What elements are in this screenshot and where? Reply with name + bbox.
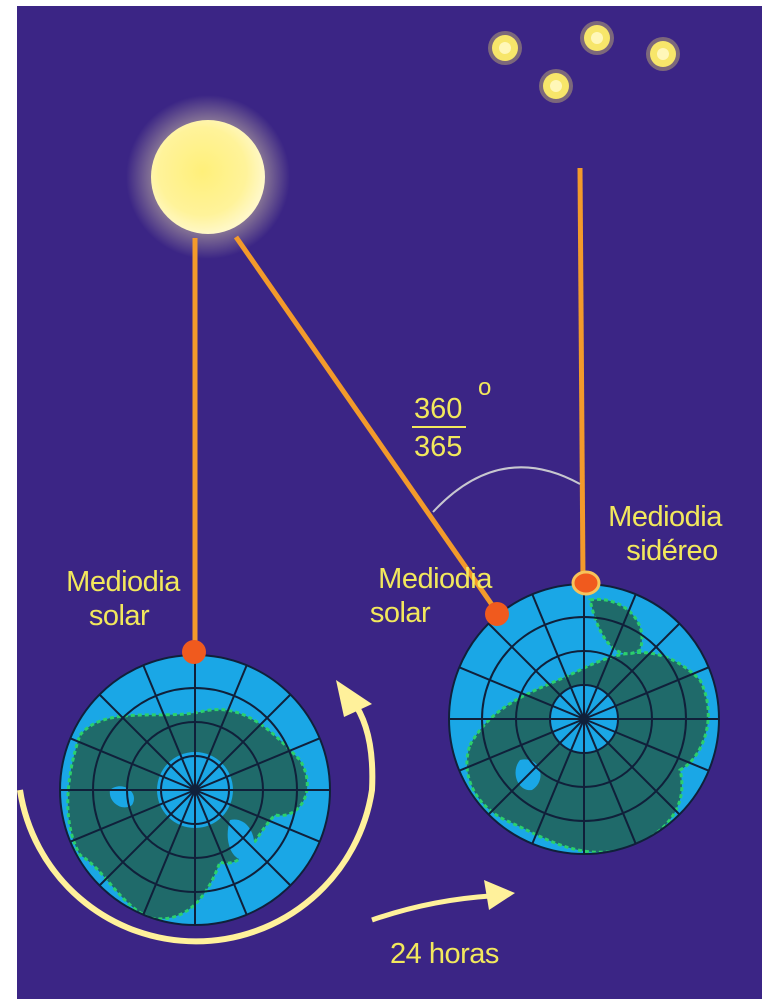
rotation-arrowhead [336,680,372,717]
meridian-line [194,664,248,791]
meridian-line [583,593,637,720]
right-solar-noon-label: Mediodia solar [360,562,510,630]
sidereal-noon-marker [571,570,601,596]
solar-ray-right [233,235,500,614]
meridian-line [583,718,710,772]
meridians-left [60,655,330,925]
meridian-line [583,666,710,720]
solar-noon-marker-left [182,640,206,664]
earth-globe-icon [59,654,331,926]
solar-noon-marker-right [485,602,509,626]
star-icon [539,69,573,103]
left-solar-noon-label: Mediodia solar [48,565,198,633]
earth-globe-icon [448,583,720,855]
fraction-numerator: 360 [414,393,463,425]
left-noon-line1: Mediodia [66,566,180,598]
meridian-line [458,718,585,772]
meridian-line [583,718,681,816]
meridian-line [194,737,321,791]
degree-symbol: o [478,374,492,401]
meridian-line [98,789,196,887]
star-ray [577,167,586,581]
translation-arrow-icon [371,893,491,923]
meridian-line [487,622,585,720]
meridian-line [583,622,681,720]
right-noon-line2: solar [369,597,431,629]
translation-arrowhead [484,880,515,910]
rotation-arrow-icon [17,698,376,945]
meridian-line [487,718,585,816]
sidereal-line2: sidéreo [626,535,718,567]
star-icon [580,21,614,55]
meridian-line [142,664,196,791]
sidereal-line1: Mediodia [608,501,722,533]
time-label: 24 horas [390,938,499,970]
meridian-line [194,789,292,887]
meridians-right [449,584,719,854]
meridian-line [69,789,196,843]
meridian-line [531,593,585,720]
meridian-line [69,737,196,791]
meridian-line [583,718,637,845]
sun-icon [126,95,290,259]
sidereal-noon-label: Mediodia sidéreo [590,500,740,568]
right-noon-line1: Mediodia [378,563,492,595]
meridian-line [531,718,585,845]
star-icon [646,37,680,71]
meridian-line [194,789,248,916]
left-noon-line2: solar [88,600,150,632]
meridian-line [458,666,585,720]
meridian-line [194,693,292,791]
meridian-line [194,789,321,843]
meridian-line [142,789,196,916]
star-icon [488,31,522,65]
fraction-denominator: 365 [414,431,463,463]
angle-arc [432,466,581,513]
distant-stars [488,21,680,103]
meridian-line [98,693,196,791]
